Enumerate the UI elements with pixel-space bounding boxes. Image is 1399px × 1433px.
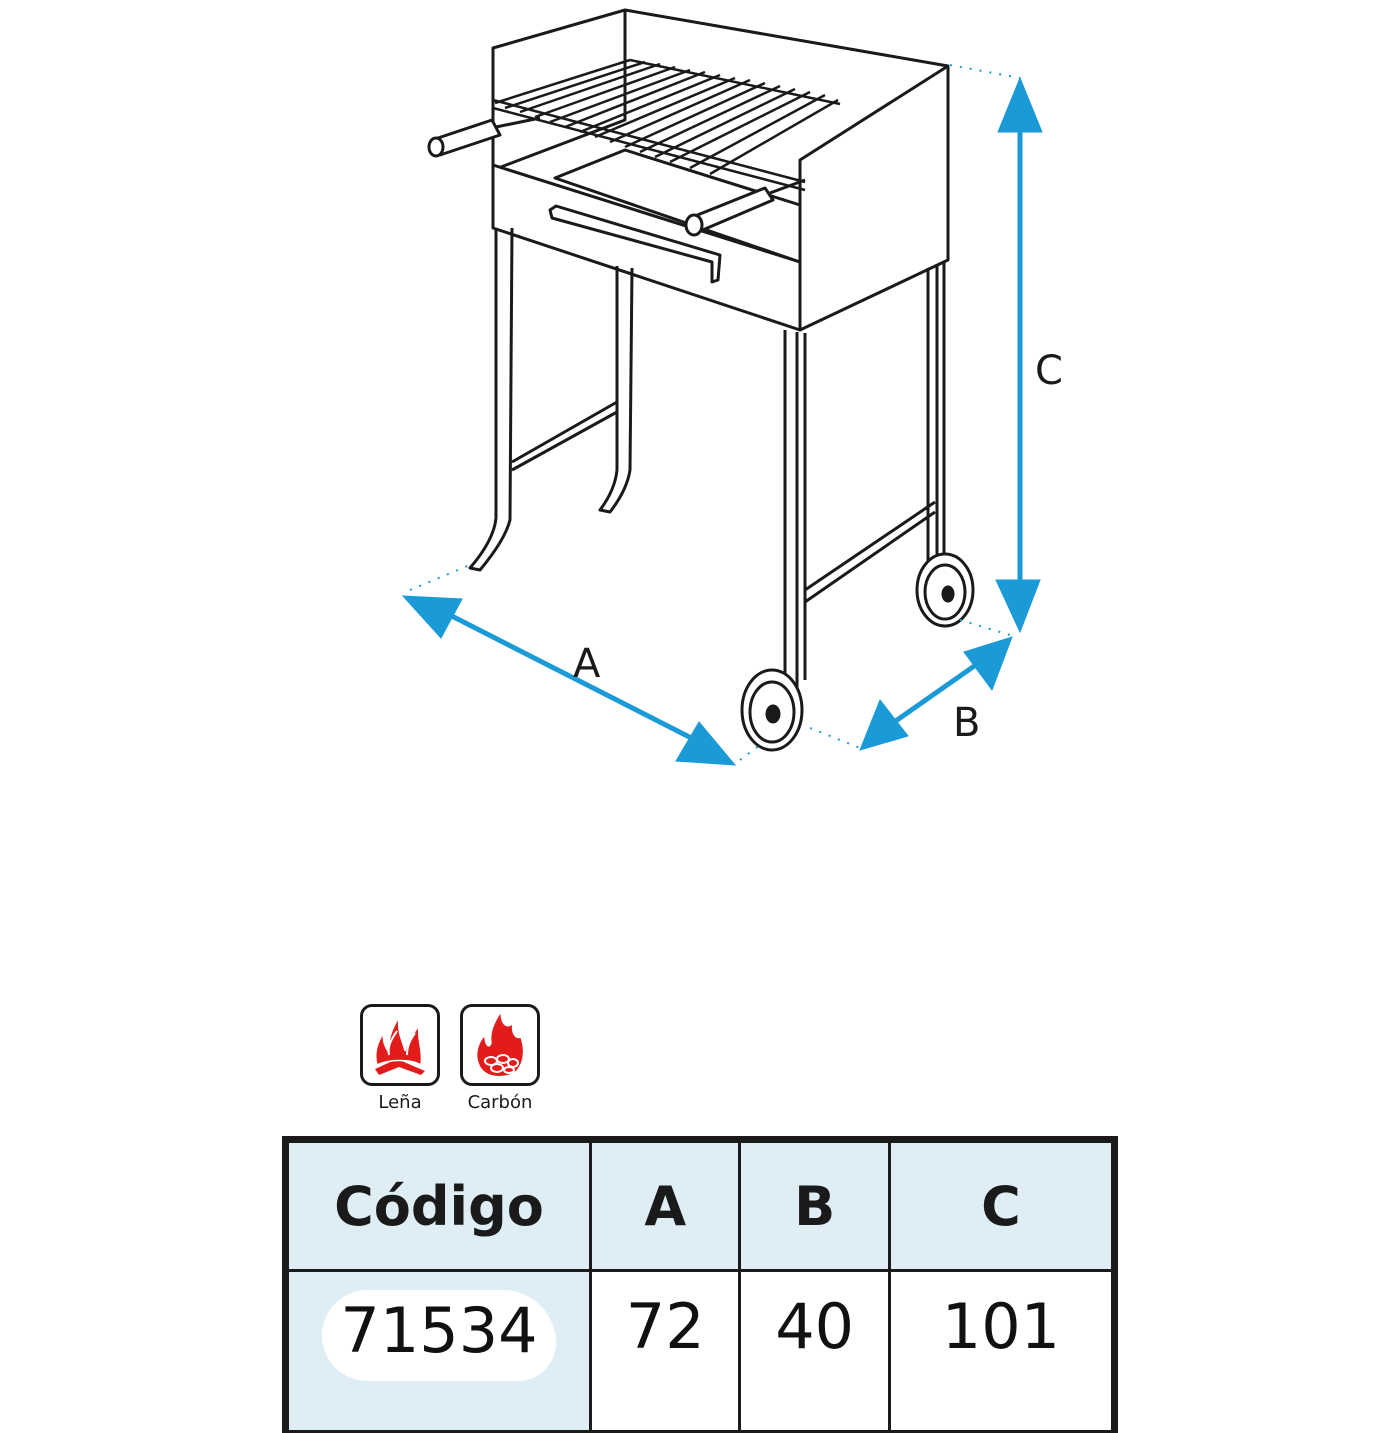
- dimension-arrows: [401, 64, 1043, 766]
- dimension-a-arrow: [401, 595, 737, 766]
- grill-grate: [492, 58, 841, 192]
- cell-c: 101: [887, 1269, 1115, 1433]
- fuel-type-wood: Leña: [357, 1004, 443, 1113]
- fuel-type-charcoal: Carbón: [457, 1004, 543, 1113]
- charcoal-fire-icon: [460, 1004, 540, 1086]
- cell-codigo: 71534: [285, 1269, 592, 1433]
- fuel-type-icons: Leña Carbón: [357, 1004, 543, 1113]
- product-code: 71534: [322, 1290, 556, 1381]
- barbecue-drawing: [427, 8, 975, 752]
- legs: [468, 227, 946, 700]
- dimension-label-c: C: [1035, 348, 1063, 394]
- cell-b: 40: [738, 1269, 891, 1433]
- dimension-label-b: B: [953, 700, 980, 746]
- barbecue-dimension-diagram: C A B: [401, 8, 1063, 766]
- wheels: [740, 552, 975, 752]
- table-row: 71534 72 40 101: [285, 1269, 1115, 1433]
- drawer-handle: [548, 204, 722, 284]
- dimensions-table: Código A B C 71534 72 40 101: [282, 1136, 1118, 1433]
- fuel-type-label: Leña: [378, 1092, 422, 1113]
- wood-fire-icon: [360, 1004, 440, 1086]
- table-header-row: Código A B C: [285, 1139, 1115, 1272]
- column-header-codigo: Código: [285, 1139, 592, 1272]
- dimension-label-a: A: [573, 641, 601, 687]
- fuel-type-label: Carbón: [467, 1092, 533, 1113]
- column-header-a: A: [588, 1139, 742, 1272]
- cell-a: 72: [588, 1269, 742, 1433]
- grill-handles: [427, 116, 806, 237]
- dimension-b-arrow: [859, 636, 1013, 751]
- column-header-b: B: [738, 1139, 891, 1272]
- dimension-c-arrow: [995, 76, 1043, 634]
- column-header-c: C: [887, 1139, 1115, 1272]
